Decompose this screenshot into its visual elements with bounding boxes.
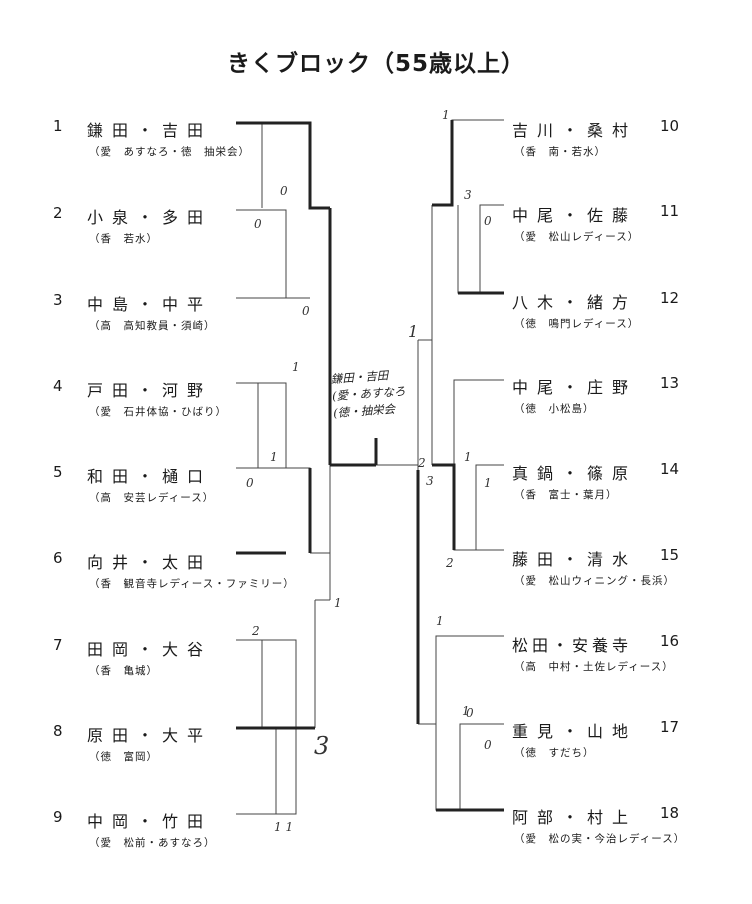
score-mark: 2 <box>446 556 454 570</box>
entry-number: 10 <box>660 117 680 135</box>
entry-number: 12 <box>660 289 680 307</box>
player-names: 中島・中平 <box>87 295 213 314</box>
player-names: 田岡・大谷 <box>87 640 213 659</box>
entry-number: 2 <box>53 204 63 222</box>
player-names: 重見・山地 <box>512 722 638 741</box>
player-names: 戸田・河野 <box>87 381 213 400</box>
player-names: 中尾・佐藤 <box>512 206 638 225</box>
team-affiliation: （高 安芸レディース） <box>89 492 215 504</box>
player-names: 小泉・多田 <box>87 208 213 227</box>
entry-number: 13 <box>660 374 680 392</box>
entry-number: 8 <box>53 722 63 740</box>
player-names: 中岡・竹田 <box>87 812 213 831</box>
player-names: 阿部・村上 <box>512 808 638 827</box>
team-affiliation: （愛 松前・あすなろ） <box>89 837 216 849</box>
score-mark: 3 <box>426 474 434 488</box>
player-names: 松田・安養寺 <box>512 636 633 655</box>
entry-number: 17 <box>660 718 680 736</box>
team-affiliation: （愛 松の実・今治レディース） <box>514 833 686 845</box>
team-affiliation: （香 若水） <box>89 233 158 245</box>
score-mark: 1 <box>462 704 470 718</box>
entry-number: 5 <box>53 463 63 481</box>
team-affiliation: （愛 松山ウィニング・長浜） <box>514 575 675 587</box>
score-mark: 0 <box>254 217 262 231</box>
score-mark: 0 <box>484 214 492 228</box>
team-affiliation: （香 亀城） <box>89 665 158 677</box>
score-mark: 0 <box>246 476 254 490</box>
team-affiliation: （高 高知教員・須崎） <box>89 320 216 332</box>
score-mark: 2 <box>252 624 260 638</box>
team-affiliation: （愛 石井体協・ひばり） <box>89 406 227 418</box>
team-affiliation: （香 観音寺レディース・ファミリー） <box>89 578 295 590</box>
score-mark: 1 <box>464 450 472 464</box>
team-affiliation: （香 富士・葉月） <box>514 489 618 501</box>
team-affiliation: （徳 すだち） <box>514 747 595 759</box>
player-names: 鎌田・吉田 <box>87 121 213 140</box>
entry-number: 16 <box>660 632 680 650</box>
score-mark: 1 <box>292 360 300 374</box>
entry-number: 6 <box>53 549 63 567</box>
entry-number: 1 <box>53 117 63 135</box>
entry-number: 18 <box>660 804 680 822</box>
entry-number: 15 <box>660 546 680 564</box>
entry-number: 9 <box>53 808 63 826</box>
team-affiliation: （徳 鳴門レディース） <box>514 318 640 330</box>
score-mark: 1 <box>484 476 492 490</box>
player-names: 真鍋・篠原 <box>512 464 638 483</box>
team-affiliation: （徳 富岡） <box>89 751 158 763</box>
score-mark: 1 <box>270 450 278 464</box>
winner-path <box>236 120 504 812</box>
player-names: 吉川・桑村 <box>512 121 638 140</box>
score-mark: 0 <box>280 184 288 198</box>
entry-number: 11 <box>660 202 680 220</box>
score-mark: 1 1 <box>274 820 294 834</box>
team-affiliation: （愛 あすなろ・徳 抽栄会） <box>89 146 250 158</box>
score-mark: 3 <box>464 188 472 202</box>
score-mark: 2 <box>418 456 426 470</box>
player-names: 向井・太田 <box>87 553 213 572</box>
score-mark: 1 <box>408 322 419 341</box>
score-mark: 3 <box>314 732 330 760</box>
score-mark: 1 <box>334 596 342 610</box>
team-affiliation: （愛 松山レディース） <box>514 231 640 243</box>
team-affiliation: （徳 小松島） <box>514 403 595 415</box>
player-names: 和田・樋口 <box>87 467 213 486</box>
entry-number: 4 <box>53 377 63 395</box>
player-names: 原田・大平 <box>87 726 213 745</box>
entry-number: 7 <box>53 636 63 654</box>
score-mark: 0 <box>484 738 492 752</box>
player-names: 中尾・庄野 <box>512 378 638 397</box>
score-mark: 0 <box>466 706 474 720</box>
team-affiliation: （香 南・若水） <box>514 146 606 158</box>
score-mark: 1 <box>436 614 444 628</box>
team-affiliation: （高 中村・土佐レディース） <box>514 661 674 673</box>
player-names: 藤田・清水 <box>512 550 638 569</box>
winner-note: 鎌田・吉田 (愛・あすなろ (徳・抽栄会 <box>330 365 423 422</box>
player-names: 八木・緒方 <box>512 293 638 312</box>
entry-number: 3 <box>53 291 63 309</box>
page-title: きくブロック（55歳以上） <box>226 51 525 77</box>
entry-number: 14 <box>660 460 680 478</box>
score-mark: 0 <box>302 304 310 318</box>
score-mark: 1 <box>442 108 450 122</box>
